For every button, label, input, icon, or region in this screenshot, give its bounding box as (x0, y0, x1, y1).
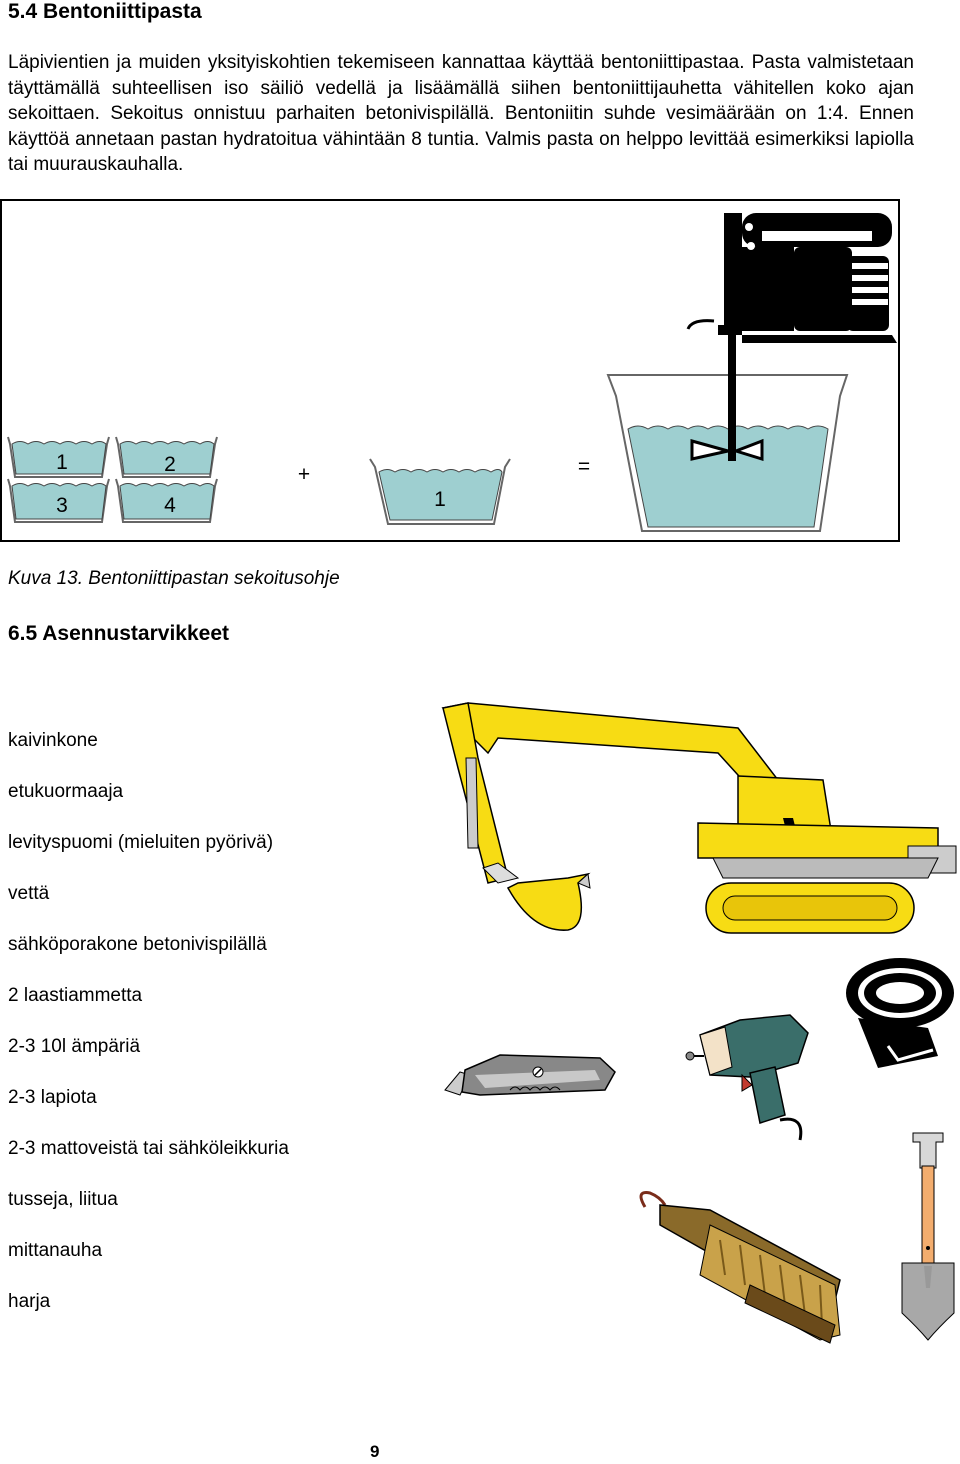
water-bowl (369, 458, 511, 525)
list-item: sähköporakone betonivispilällä (8, 934, 267, 955)
tape-measure-icon (846, 958, 954, 1068)
list-item: mittanauha (8, 1240, 103, 1261)
section-heading-6-5: 6.5 Asennustarvikkeet (8, 622, 230, 645)
bentonite-paragraph: Läpivientien ja muiden yksityiskohtien t… (8, 52, 914, 176)
wire-brush-icon (639, 1191, 841, 1344)
bowl-label-2: 2 (164, 453, 176, 476)
mixing-diagram: 1 2 3 4 + 1 = (7, 213, 897, 532)
shovel-icon (901, 1132, 955, 1341)
heat-gun-icon (685, 1014, 809, 1141)
list-item: 2 laastiammetta (8, 985, 143, 1006)
bowl-label-1: 1 (56, 451, 68, 474)
list-item: kaivinkone (8, 730, 98, 751)
list-item: levityspuomi (mieluiten pyörivä) (8, 832, 274, 853)
list-item: 2-3 lapiota (8, 1087, 97, 1108)
mixing-figure: 1 2 3 4 + 1 = (0, 199, 900, 542)
bowl-label-3: 3 (56, 494, 68, 517)
big-bucket (606, 374, 849, 532)
bowl-2 (115, 436, 218, 478)
list-item: 2-3 mattoveistä tai sähköleikkuria (8, 1138, 289, 1159)
figure-caption: Kuva 13. Bentoniittipastan sekoitusohje (8, 568, 340, 589)
water-label: 1 (434, 488, 446, 511)
plus-sign: + (298, 463, 310, 486)
equals-sign: = (578, 455, 590, 478)
bowl-1 (7, 436, 110, 478)
list-item: etukuormaaja (8, 781, 124, 802)
list-item: harja (8, 1291, 51, 1312)
supplies-list: kaivinkone etukuormaaja levityspuomi (mi… (8, 728, 289, 1340)
bowl-3 (7, 478, 110, 523)
bowl-4 (115, 478, 218, 523)
section-heading-5-4: 5.4 Bentoniittipasta (8, 0, 202, 23)
bowl-label-4: 4 (164, 494, 176, 517)
list-item: vettä (8, 883, 50, 904)
page-number: 9 (370, 1442, 380, 1461)
utility-knife-icon (444, 1054, 616, 1096)
excavator-icon (441, 702, 957, 934)
list-item: tusseja, liitua (8, 1189, 118, 1210)
drill-icon (686, 213, 897, 462)
list-item: 2-3 10l ämpäriä (8, 1036, 141, 1057)
